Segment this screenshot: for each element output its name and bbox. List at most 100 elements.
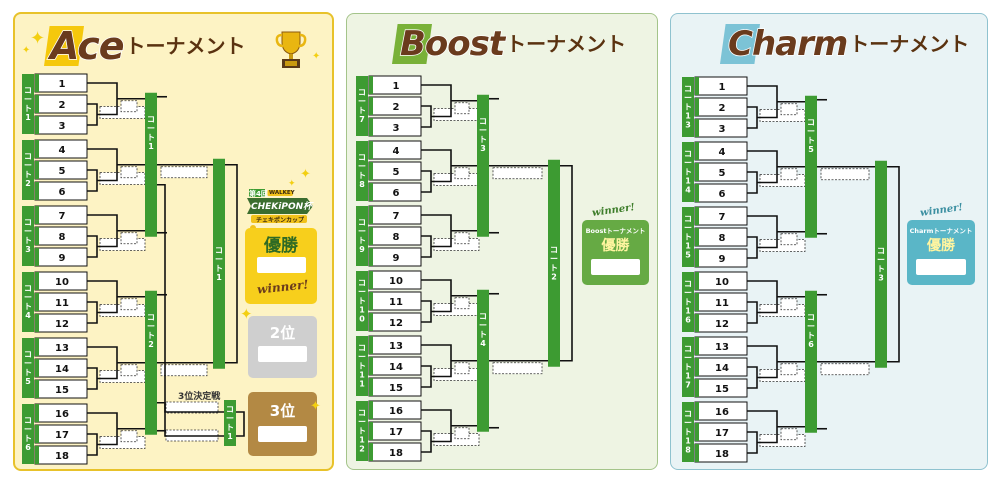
semi-result-field[interactable] xyxy=(120,364,138,377)
semi-result-field[interactable] xyxy=(454,362,470,375)
final-result-field[interactable] xyxy=(492,362,543,375)
third-out-line xyxy=(236,411,245,437)
seed-number: 11 xyxy=(389,297,403,308)
seed-number: 1 xyxy=(719,82,726,93)
semi-result-field[interactable] xyxy=(780,233,798,246)
semi-result-field[interactable] xyxy=(780,363,798,376)
seed-box-accent xyxy=(369,357,373,375)
seed-number: 7 xyxy=(719,212,726,223)
semi-result-field[interactable] xyxy=(120,100,138,113)
seed-number: 9 xyxy=(719,254,726,265)
final-result-field[interactable] xyxy=(820,168,870,181)
group-court-bar xyxy=(22,140,34,200)
semi-result-field[interactable] xyxy=(454,427,470,440)
third-result-field[interactable] xyxy=(165,401,219,414)
semi-result-field[interactable] xyxy=(454,232,470,245)
ace-title-suffix: トーナメント xyxy=(125,34,246,58)
semi-result-field[interactable] xyxy=(454,102,470,115)
group-court-bar xyxy=(682,207,694,267)
semi-result-field[interactable] xyxy=(454,297,470,310)
sparkle-icon: ✦ xyxy=(22,45,31,56)
ace-third-name-field[interactable] xyxy=(258,426,307,442)
seed-number: 11 xyxy=(55,298,69,309)
final-result-field[interactable] xyxy=(160,166,208,179)
final-result-field[interactable] xyxy=(492,167,543,180)
seed-number: 16 xyxy=(389,406,403,417)
semi-result-field[interactable] xyxy=(454,167,470,180)
seed-number: 17 xyxy=(715,428,729,439)
seed-box-accent xyxy=(35,161,39,179)
seed-number: 18 xyxy=(389,448,403,459)
seed-box-accent xyxy=(369,227,373,245)
seed-number: 6 xyxy=(59,187,66,198)
seed-box-accent xyxy=(369,76,373,94)
seed-box-accent xyxy=(35,206,39,224)
seed-box-accent xyxy=(369,336,373,354)
seed-box-accent xyxy=(695,249,699,267)
semi-result-field[interactable] xyxy=(780,103,798,116)
seed-number: 13 xyxy=(389,341,403,352)
semi-result-field[interactable] xyxy=(780,298,798,311)
ace-second-name-field[interactable] xyxy=(258,346,307,362)
boost-winner-name-field[interactable] xyxy=(591,259,640,275)
sparkle-icon: ✦ xyxy=(312,51,321,62)
seed-number: 12 xyxy=(55,319,69,330)
seed-box-accent xyxy=(369,378,373,396)
seed-number: 15 xyxy=(715,384,729,395)
semi-result-field[interactable] xyxy=(120,166,138,179)
seed-box-accent xyxy=(35,425,39,443)
seed-number: 6 xyxy=(393,188,400,199)
seed-box-accent xyxy=(695,184,699,202)
boost-title-suffix: トーナメント xyxy=(506,32,627,56)
charm-winner-title: Charmトーナメント xyxy=(909,227,973,235)
seed-box-accent xyxy=(695,293,699,311)
seed-number: 2 xyxy=(393,102,400,113)
charm-winner-box: Charmトーナメント 優勝 xyxy=(907,220,975,285)
sparkle-icon: ✦ xyxy=(300,167,311,182)
sparkle-icon: ✦ xyxy=(30,28,46,49)
seed-number: 8 xyxy=(393,232,400,243)
charm-winner-name-field[interactable] xyxy=(916,259,966,275)
seed-box-accent xyxy=(695,358,699,376)
semi-result-field[interactable] xyxy=(120,232,138,245)
semi-court-bar xyxy=(477,289,489,432)
semi-result-field[interactable] xyxy=(780,168,798,181)
seed-box-accent xyxy=(695,337,699,355)
logo-brand: CHEKiPON杯 xyxy=(251,202,313,212)
final-result-field[interactable] xyxy=(820,363,870,376)
seed-box-accent xyxy=(695,98,699,116)
group-court-bar xyxy=(682,402,694,462)
seed-box-accent xyxy=(369,401,373,419)
semi-result-field[interactable] xyxy=(120,298,138,311)
semi-result-field[interactable] xyxy=(780,428,798,441)
match-line xyxy=(747,431,758,454)
charm-winner-label: 優勝 xyxy=(927,238,955,254)
seed-number: 13 xyxy=(55,343,69,354)
seed-box-accent xyxy=(35,74,39,92)
semi-result-field[interactable] xyxy=(120,430,138,443)
seed-number: 3 xyxy=(59,121,66,132)
final-out-line xyxy=(560,164,573,362)
boost-winner-label: 優勝 xyxy=(601,238,630,254)
seed-number: 18 xyxy=(715,449,729,460)
seed-number: 15 xyxy=(389,383,403,394)
seed-number: 1 xyxy=(59,79,66,90)
seed-number: 10 xyxy=(715,277,729,288)
ace-third-label: 3位 xyxy=(269,402,296,420)
group-court-bar xyxy=(22,272,34,332)
ace-second-box: 2位 xyxy=(248,316,317,378)
seed-number: 7 xyxy=(393,211,400,222)
final-result-field[interactable] xyxy=(160,364,208,377)
final-out-line xyxy=(225,163,238,364)
seed-box-accent xyxy=(695,272,699,290)
seed-number: 13 xyxy=(715,342,729,353)
seed-number: 2 xyxy=(59,100,66,111)
ace-winner-name-field[interactable] xyxy=(257,257,306,273)
